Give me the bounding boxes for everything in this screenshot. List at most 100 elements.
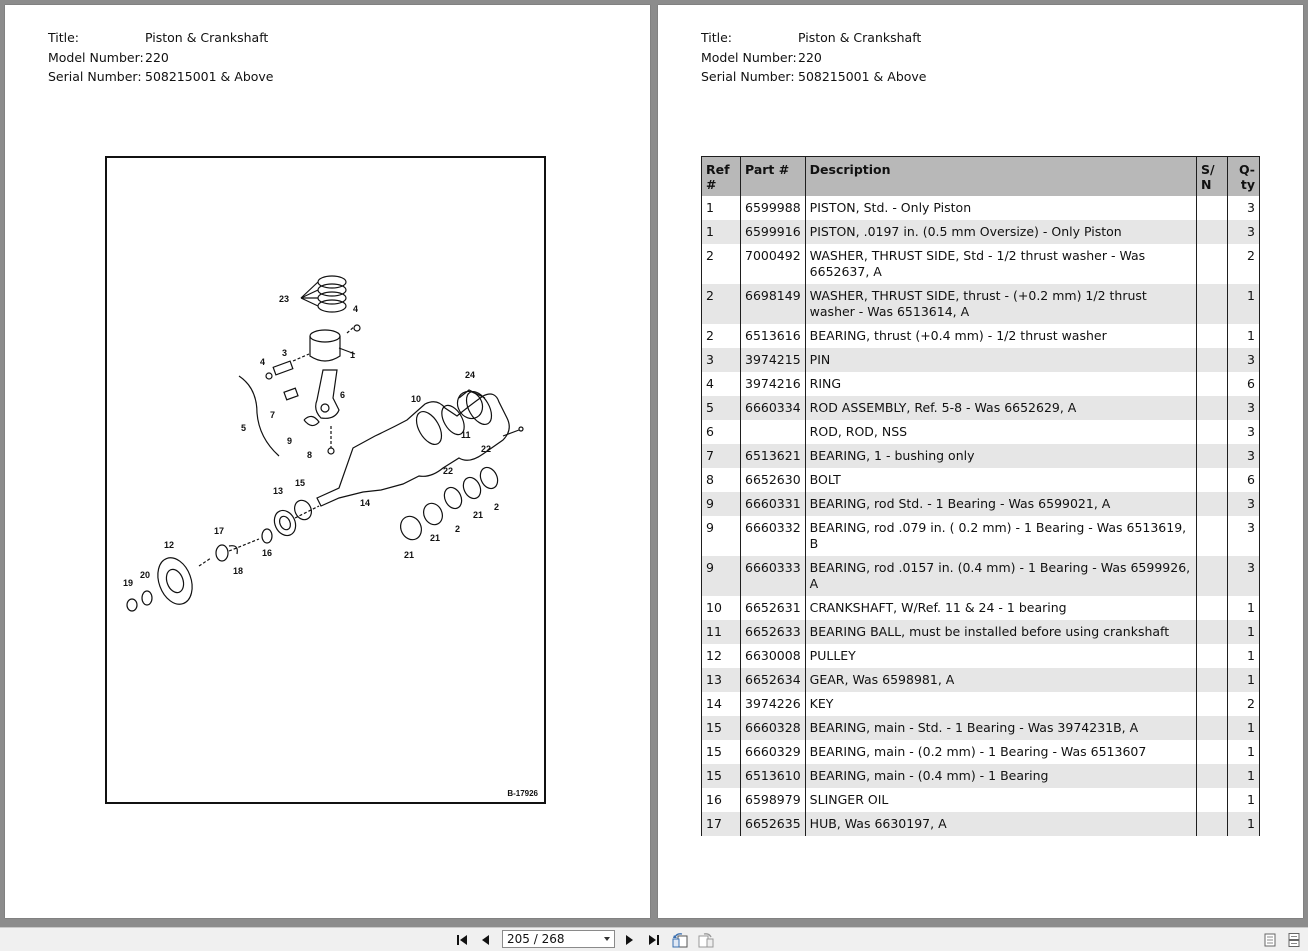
part-number-cell: 6660331 <box>740 492 806 516</box>
serial-cell <box>1196 788 1228 812</box>
right-page: Title:Piston & Crankshaft Model Number:2… <box>658 5 1303 918</box>
serial-cell <box>1196 468 1228 492</box>
svg-text:21: 21 <box>473 510 483 520</box>
quantity-cell: 3 <box>1227 196 1260 220</box>
serial-cell <box>1196 644 1228 668</box>
ref-cell: 11 <box>701 620 741 644</box>
last-page-icon[interactable] <box>646 932 662 948</box>
continuous-view-icon[interactable] <box>1286 932 1302 948</box>
table-header-row: Ref # Part # Description S/ N Q- ty <box>701 156 1260 196</box>
header-description: Description <box>804 156 1197 196</box>
figure-code: B-17926 <box>507 789 538 798</box>
model-value: 220 <box>798 49 822 65</box>
svg-text:23: 23 <box>279 294 289 304</box>
part-number-cell: 6598979 <box>740 788 806 812</box>
serial-cell <box>1196 420 1228 444</box>
ref-cell: 15 <box>701 716 741 740</box>
next-page-icon[interactable] <box>621 932 637 948</box>
quantity-cell: 1 <box>1227 620 1260 644</box>
description-cell: PISTON, .0197 in. (0.5 mm Oversize) - On… <box>804 220 1197 244</box>
exploded-parts-diagram: 23 4 3 1 4 6 5 7 9 8 24 10 11 22 22 2 21… <box>105 156 546 804</box>
svg-text:15: 15 <box>295 478 305 488</box>
ref-cell: 14 <box>701 692 741 716</box>
svg-text:2: 2 <box>455 524 460 534</box>
description-cell: WASHER, THRUST SIDE, thrust - (+0.2 mm) … <box>804 284 1197 324</box>
part-number-cell: 3974215 <box>740 348 806 372</box>
ref-cell: 3 <box>701 348 741 372</box>
description-cell: ROD ASSEMBLY, Ref. 5-8 - Was 6652629, A <box>804 396 1197 420</box>
svg-text:22: 22 <box>481 444 491 454</box>
description-cell: PISTON, Std. - Only Piston <box>804 196 1197 220</box>
part-number-cell: 6599916 <box>740 220 806 244</box>
left-page: Title:Piston & Crankshaft Model Number:2… <box>5 5 650 918</box>
svg-text:24: 24 <box>465 370 475 380</box>
ref-cell: 2 <box>701 244 741 284</box>
description-cell: ROD, ROD, NSS <box>804 420 1197 444</box>
description-cell: GEAR, Was 6598981, A <box>804 668 1197 692</box>
first-page-icon[interactable] <box>454 932 470 948</box>
serial-cell <box>1196 444 1228 468</box>
serial-cell <box>1196 492 1228 516</box>
ref-cell: 13 <box>701 668 741 692</box>
part-number-cell: 6660332 <box>740 516 806 556</box>
page-number-select[interactable]: 205 / 268 <box>502 930 615 948</box>
part-number-cell: 3974216 <box>740 372 806 396</box>
svg-text:21: 21 <box>404 550 414 560</box>
part-number-cell <box>740 420 806 444</box>
ref-cell: 9 <box>701 516 741 556</box>
serial-cell <box>1196 284 1228 324</box>
serial-cell <box>1196 220 1228 244</box>
quantity-cell: 1 <box>1227 668 1260 692</box>
ref-cell: 8 <box>701 468 741 492</box>
ref-cell: 6 <box>701 420 741 444</box>
quantity-cell: 2 <box>1227 692 1260 716</box>
quantity-cell: 1 <box>1227 764 1260 788</box>
diagram-drawing: 23 4 3 1 4 6 5 7 9 8 24 10 11 22 22 2 21… <box>123 275 524 612</box>
prev-page-icon[interactable] <box>478 932 494 948</box>
svg-text:19: 19 <box>123 578 133 588</box>
serial-cell <box>1196 716 1228 740</box>
svg-text:22: 22 <box>443 466 453 476</box>
ref-cell: 12 <box>701 644 741 668</box>
ref-cell: 15 <box>701 764 741 788</box>
quantity-cell: 3 <box>1227 492 1260 516</box>
serial-value: 508215001 & Above <box>798 69 927 84</box>
description-cell: BOLT <box>804 468 1197 492</box>
quantity-cell: 6 <box>1227 372 1260 396</box>
quantity-cell: 3 <box>1227 420 1260 444</box>
serial-cell <box>1196 196 1228 220</box>
quantity-cell: 1 <box>1227 596 1260 620</box>
svg-text:9: 9 <box>287 436 292 446</box>
part-number-cell: 6660328 <box>740 716 806 740</box>
quantity-cell: 1 <box>1227 812 1260 836</box>
rotate-back-icon[interactable] <box>672 932 688 948</box>
header-ref: Ref # <box>701 156 741 196</box>
rotate-forward-icon[interactable] <box>698 932 714 948</box>
single-page-view-icon[interactable] <box>1262 932 1278 948</box>
part-number-cell: 6652634 <box>740 668 806 692</box>
svg-text:5: 5 <box>241 423 246 433</box>
serial-cell <box>1196 692 1228 716</box>
ref-cell: 15 <box>701 740 741 764</box>
quantity-cell: 3 <box>1227 516 1260 556</box>
description-cell: WASHER, THRUST SIDE, Std - 1/2 thrust wa… <box>804 244 1197 284</box>
model-label: Model Number: <box>701 49 797 65</box>
description-cell: BEARING, rod .0157 in. (0.4 mm) - 1 Bear… <box>804 556 1197 596</box>
quantity-cell: 1 <box>1227 788 1260 812</box>
quantity-cell: 3 <box>1227 556 1260 596</box>
ref-cell: 1 <box>701 196 741 220</box>
